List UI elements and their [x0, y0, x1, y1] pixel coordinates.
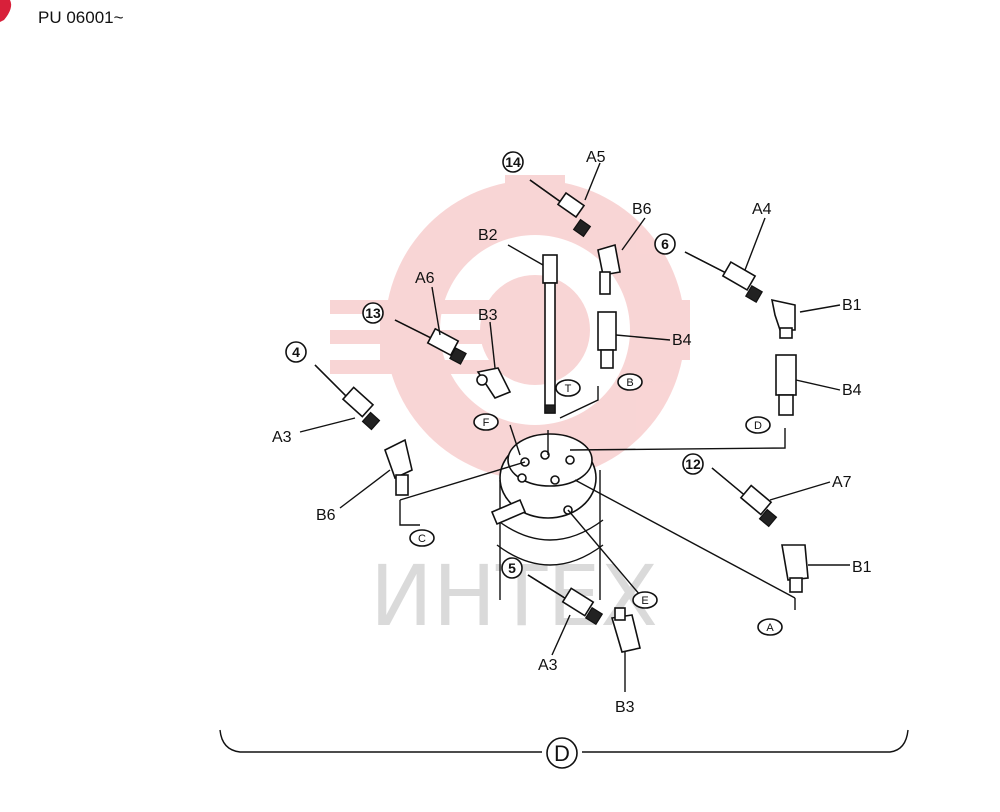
ref-number-6: 6 [654, 233, 676, 255]
svg-text:13: 13 [365, 305, 381, 321]
part-b1-elbow-lower [781, 544, 809, 593]
svg-text:T: T [565, 383, 572, 395]
svg-text:D: D [754, 420, 762, 432]
connector-b: B [617, 373, 643, 391]
svg-text:14: 14 [505, 154, 521, 170]
label-b4-mid: B4 [672, 332, 692, 349]
base-body [490, 433, 604, 600]
part-a7-hose [711, 467, 778, 528]
svg-text:5: 5 [508, 560, 516, 576]
label-a3-left: A3 [272, 429, 292, 446]
label-a5: A5 [586, 149, 606, 166]
part-b6-fitting-left [384, 438, 413, 496]
part-b3-tee-upper [476, 367, 512, 399]
part-a3-hose-bottom [527, 574, 604, 626]
connector-f: F [473, 413, 499, 431]
svg-text:B: B [626, 377, 633, 389]
part-a4-hose [684, 251, 764, 304]
label-b2: B2 [478, 227, 498, 244]
connector-t: T [555, 379, 581, 397]
part-b4-coupler-right [775, 354, 797, 416]
connector-e: E [632, 591, 658, 609]
corner-mark [0, 0, 12, 22]
label-a4: A4 [752, 201, 772, 218]
label-a6: A6 [415, 270, 435, 287]
label-a7: A7 [832, 474, 852, 491]
connector-d: D [745, 416, 771, 434]
part-a3-hose-left [314, 364, 381, 431]
ref-number-14: 14 [502, 151, 524, 173]
svg-text:F: F [483, 417, 490, 429]
ref-number-12: 12 [682, 453, 704, 475]
label-b1-lower: B1 [852, 559, 872, 576]
part-a6-hose [394, 319, 467, 365]
part-b4-coupler-mid [597, 311, 617, 369]
ref-number-4: 4 [285, 341, 307, 363]
svg-text:4: 4 [292, 344, 300, 360]
part-b2-stem [542, 254, 558, 414]
serial-range: PU 06001~ [38, 8, 124, 27]
svg-text:12: 12 [685, 456, 701, 472]
label-b4-right: B4 [842, 382, 862, 399]
label-b3-bottom: B3 [615, 699, 635, 716]
watermark-gear-icon [330, 175, 690, 485]
label-b6-left: B6 [316, 507, 336, 524]
ref-number-5: 5 [501, 557, 523, 579]
part-b3-tee-bottom [610, 607, 641, 653]
part-b1-elbow-upper [770, 298, 796, 339]
svg-text:6: 6 [661, 236, 669, 252]
part-a5-hose [529, 179, 592, 238]
label-b1-upper: B1 [842, 297, 862, 314]
svg-text:C: C [418, 533, 426, 545]
ref-number-13: 13 [362, 302, 384, 324]
assembly-label: D [554, 741, 570, 766]
label-b3-upper: B3 [478, 307, 498, 324]
svg-text:E: E [641, 595, 648, 607]
part-b6-fitting-top [597, 243, 621, 295]
assembly-brace: D [219, 729, 909, 769]
svg-text:A: A [766, 622, 774, 634]
label-b6-top: B6 [632, 201, 652, 218]
label-a3-bottom: A3 [538, 657, 558, 674]
connector-c: C [409, 529, 435, 547]
connector-a: A [757, 618, 783, 636]
